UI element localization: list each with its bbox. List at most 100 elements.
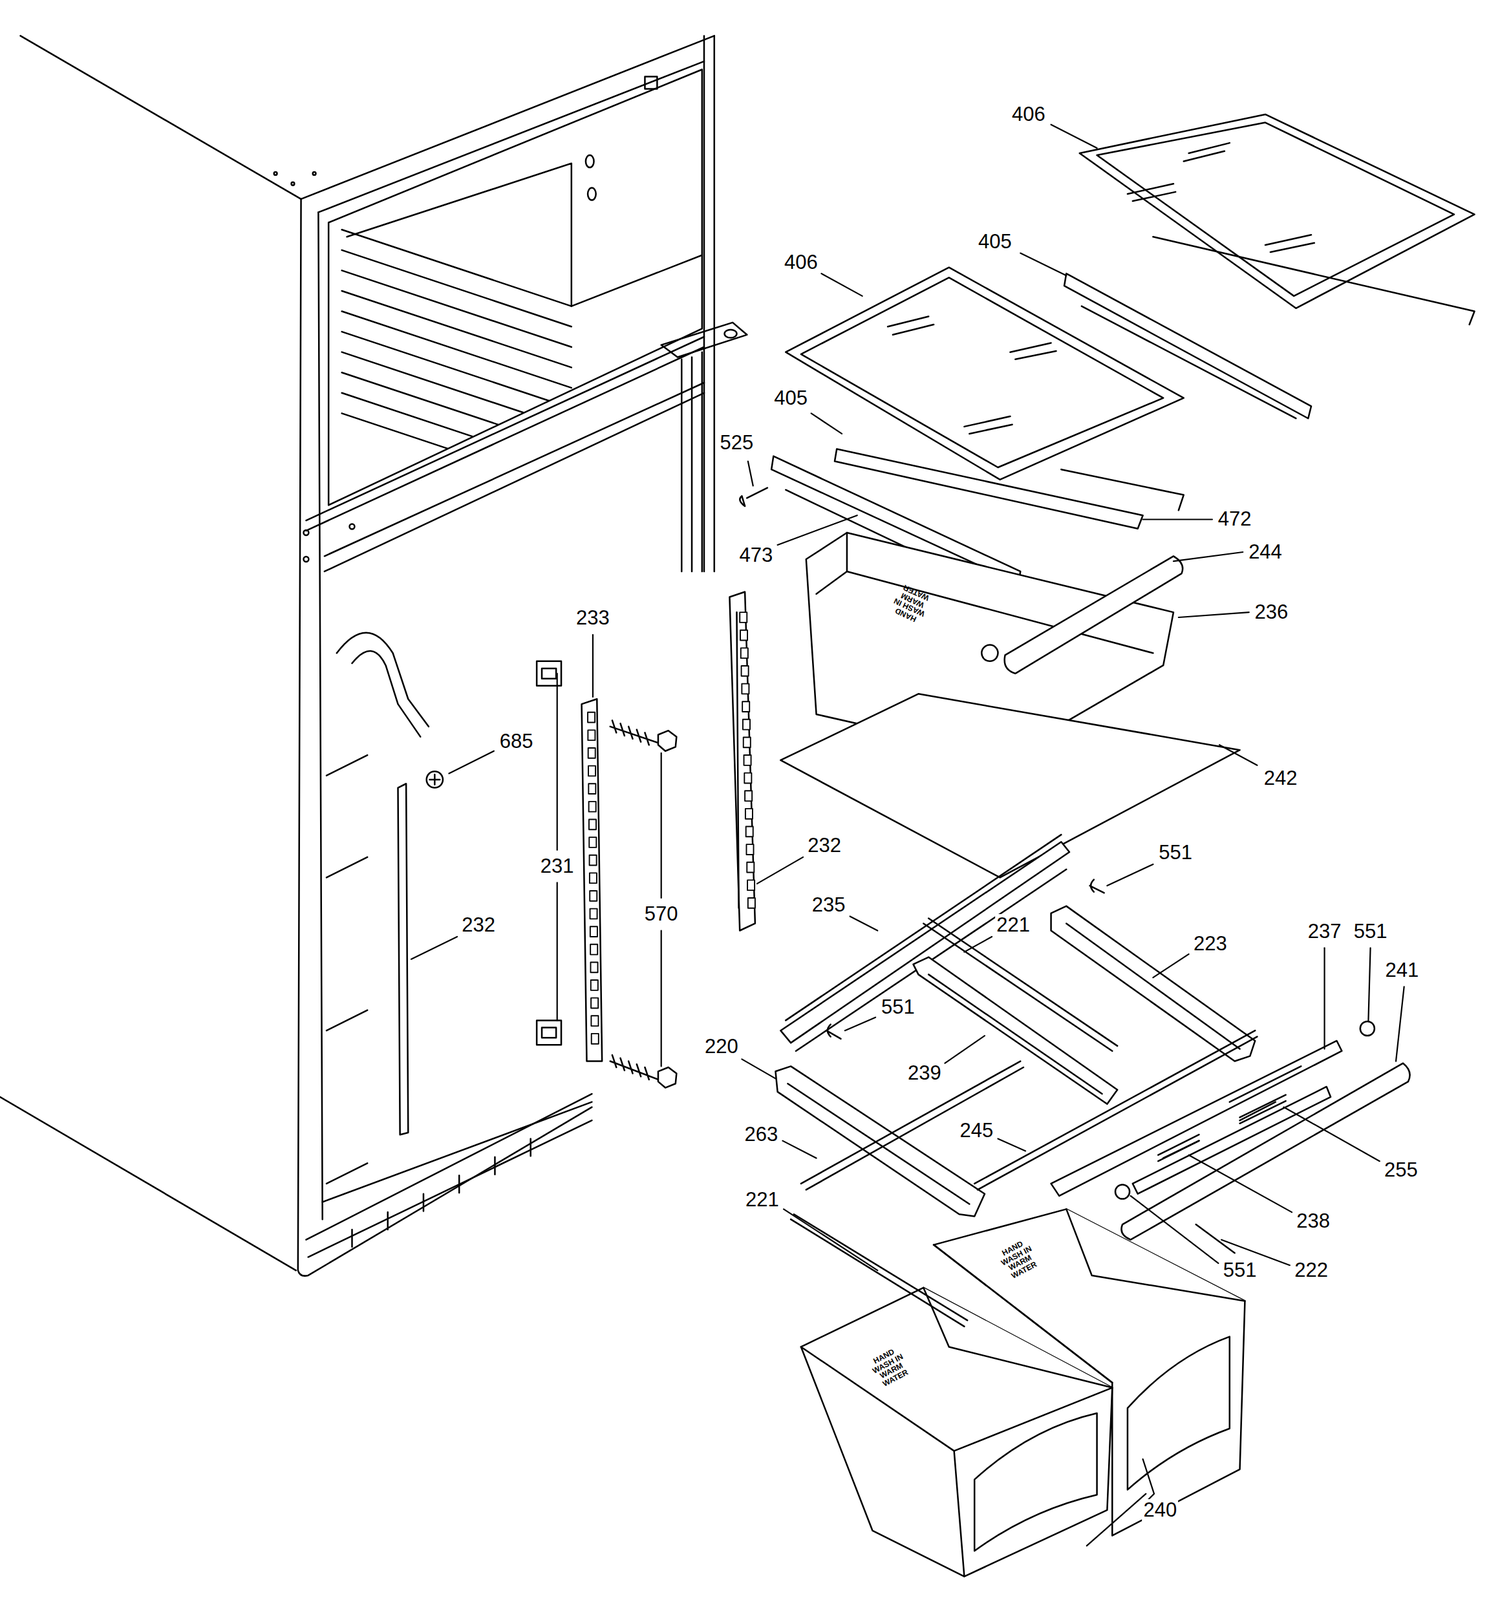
rod xyxy=(1196,1224,1235,1254)
leader-line xyxy=(411,936,458,960)
leader-line xyxy=(1106,864,1153,886)
vegetable-drawer xyxy=(801,1287,1113,1577)
cabinet-outline xyxy=(291,182,295,186)
callout-number: 221 xyxy=(744,1189,781,1211)
glass-shelf xyxy=(1079,114,1475,309)
screw xyxy=(426,771,443,788)
cabinet-outline xyxy=(312,171,317,176)
screw xyxy=(1360,1021,1375,1036)
vegetable-drawer xyxy=(1127,1337,1230,1491)
callout-number: 232 xyxy=(806,834,843,857)
callout-number: 242 xyxy=(1262,767,1299,790)
shelf-rail xyxy=(398,783,409,1135)
cabinet-outline xyxy=(0,1097,297,1271)
rail-slots xyxy=(741,684,749,695)
rail-slots xyxy=(742,701,750,712)
leader-line xyxy=(741,1059,776,1079)
drawer-cover xyxy=(1004,556,1184,674)
leader-line xyxy=(448,751,494,774)
crisper-drawer xyxy=(981,645,998,662)
callout-number: 570 xyxy=(643,903,680,926)
front-trim xyxy=(775,1066,985,1217)
glass-shelf xyxy=(785,267,1184,480)
mullion xyxy=(305,336,705,521)
rail-slots xyxy=(590,926,598,937)
callout-number: 245 xyxy=(958,1119,995,1142)
leader-line xyxy=(944,1035,985,1064)
exploded-view xyxy=(0,35,1475,1577)
rail-slots xyxy=(739,612,747,623)
leader-line xyxy=(1395,986,1405,1061)
shelf-rail xyxy=(398,783,409,1135)
rail-slots xyxy=(587,729,595,741)
callout-number: 244 xyxy=(1247,541,1284,564)
freezer-cavity xyxy=(328,69,703,505)
leader-line xyxy=(1368,947,1371,1021)
callout-number: 551 xyxy=(879,996,917,1019)
freezer-cavity xyxy=(347,163,572,307)
rail-slots xyxy=(741,665,749,677)
callout-number: 240 xyxy=(1142,1499,1179,1522)
screw xyxy=(1090,879,1105,894)
leader-line xyxy=(1051,124,1098,149)
rail-slots xyxy=(742,719,750,730)
callout-number: 685 xyxy=(498,730,535,753)
callout-number: 473 xyxy=(738,544,775,567)
mullion xyxy=(303,556,310,562)
rail-slots xyxy=(745,808,753,820)
trim-strip xyxy=(1229,1066,1301,1102)
rail-slots xyxy=(590,944,598,955)
leader-line xyxy=(783,1209,878,1271)
cabinet-outline xyxy=(20,35,302,200)
cabinet-outline xyxy=(318,212,322,1220)
rail-slots xyxy=(589,855,597,866)
frame xyxy=(913,957,1118,1105)
clip xyxy=(541,1027,557,1038)
screw xyxy=(1115,1184,1130,1199)
mullion xyxy=(324,382,705,557)
callout-number: 237 xyxy=(1306,920,1343,943)
slotted-rail xyxy=(581,698,603,1061)
screw xyxy=(429,774,440,785)
cabinet-outline xyxy=(318,61,705,213)
frame xyxy=(928,974,1102,1094)
screw xyxy=(826,1024,841,1040)
trim-strip xyxy=(1051,1040,1343,1197)
screw xyxy=(426,720,677,1088)
cabinet-outline xyxy=(301,35,715,200)
crisper-drawer xyxy=(816,532,1154,654)
leader-line xyxy=(1189,1155,1292,1213)
rail-slots xyxy=(587,712,595,723)
rail-slots xyxy=(746,862,754,873)
drawer-note: HAND WASH IN WARM WATER xyxy=(861,1341,919,1393)
screw xyxy=(610,1055,659,1080)
shelf-rail xyxy=(729,592,755,932)
leader-line xyxy=(850,916,879,931)
leader-line xyxy=(1152,954,1189,978)
callout-number: 406 xyxy=(1010,103,1047,126)
cabinet-outline xyxy=(274,171,278,176)
drawer-note: HAND WASH IN WARM WATER xyxy=(989,1233,1048,1285)
leader-line xyxy=(998,1138,1027,1151)
leader-line xyxy=(845,1017,876,1032)
tube xyxy=(1121,1063,1410,1241)
leader-line xyxy=(556,673,558,1021)
rail-slots xyxy=(590,1015,599,1027)
channel xyxy=(780,841,1070,1043)
frame xyxy=(1051,906,1256,1062)
cabinet-outline xyxy=(713,35,716,572)
glass-cover xyxy=(780,693,1240,878)
rail-slots xyxy=(744,790,752,802)
fresh-food-cavity xyxy=(336,632,429,738)
fresh-food-cavity xyxy=(324,393,705,572)
rail-slots xyxy=(744,755,752,766)
callout-number: 405 xyxy=(772,386,809,409)
leader-line xyxy=(748,461,754,487)
leader-line xyxy=(1219,744,1257,766)
leader-line xyxy=(592,634,594,697)
mullion xyxy=(305,347,705,531)
rail-slots xyxy=(747,879,755,891)
leader-line xyxy=(1178,612,1250,618)
